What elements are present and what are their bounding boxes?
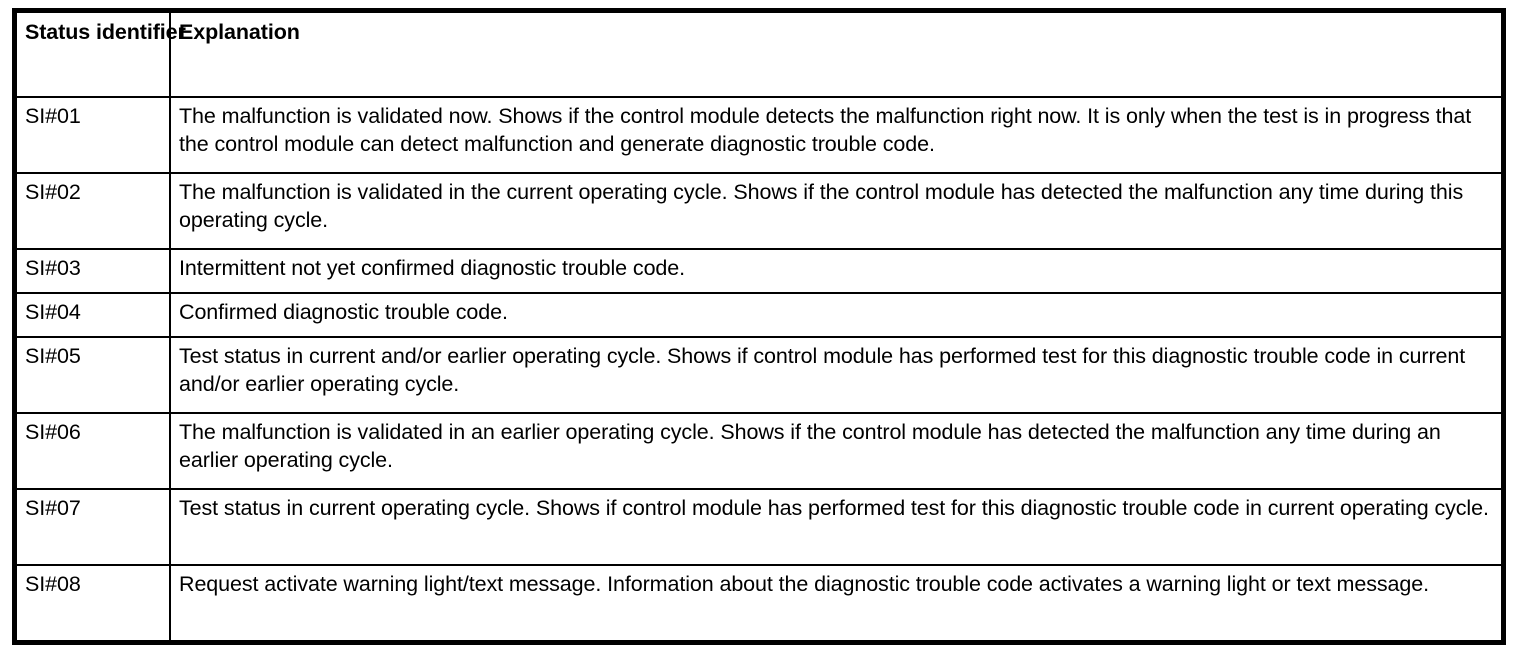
explanation-value: The malfunction is validated now. Shows … — [179, 104, 1478, 156]
table-header: Status identifier Explanation — [13, 9, 1505, 98]
column-header-explanation: Explanation — [169, 9, 1505, 98]
column-header-status-identifier: Status identifier — [13, 9, 186, 98]
cell-status-identifier: SI#03 — [13, 248, 172, 294]
cell-explanation: Confirmed diagnostic trouble code. — [169, 292, 1505, 338]
status-identifier-value: SI#07 — [25, 496, 81, 520]
table-body: SI#01 The malfunction is validated now. … — [13, 96, 1505, 644]
cell-status-identifier: SI#07 — [13, 488, 172, 566]
explanation-value: Confirmed diagnostic trouble code. — [179, 300, 508, 324]
cell-explanation: Intermittent not yet confirmed diagnosti… — [169, 248, 1505, 294]
column-header-status-identifier-label: Status identifier — [25, 20, 186, 44]
table-row: SI#04 Confirmed diagnostic trouble code. — [13, 292, 1505, 338]
explanation-value: Test status in current and/or earlier op… — [179, 344, 1471, 396]
status-identifier-table-container: Status identifier Explanation SI#01 The … — [12, 8, 1506, 645]
cell-explanation: Test status in current and/or earlier op… — [169, 336, 1505, 414]
explanation-value: The malfunction is validated in the curr… — [179, 180, 1469, 232]
explanation-value: Request activate warning light/text mess… — [179, 572, 1429, 596]
status-identifier-value: SI#03 — [25, 256, 81, 280]
table-row: SI#02 The malfunction is validated in th… — [13, 172, 1505, 250]
cell-status-identifier: SI#05 — [13, 336, 172, 414]
status-identifier-value: SI#05 — [25, 344, 81, 368]
explanation-value: The malfunction is validated in an earli… — [179, 420, 1447, 472]
cell-explanation: The malfunction is validated in the curr… — [169, 172, 1505, 250]
table-header-row: Status identifier Explanation — [13, 9, 1505, 98]
cell-status-identifier: SI#04 — [13, 292, 172, 338]
cell-explanation: The malfunction is validated in an earli… — [169, 412, 1505, 490]
status-identifier-value: SI#06 — [25, 420, 81, 444]
cell-status-identifier: SI#06 — [13, 412, 172, 490]
table-row: SI#05 Test status in current and/or earl… — [13, 336, 1505, 414]
status-identifier-value: SI#04 — [25, 300, 81, 324]
cell-explanation: Test status in current operating cycle. … — [169, 488, 1505, 566]
cell-explanation: The malfunction is validated now. Shows … — [169, 96, 1505, 174]
status-identifier-table: Status identifier Explanation SI#01 The … — [12, 8, 1506, 645]
cell-status-identifier: SI#01 — [13, 96, 172, 174]
cell-status-identifier: SI#02 — [13, 172, 172, 250]
table-row: SI#01 The malfunction is validated now. … — [13, 96, 1505, 174]
table-row: SI#03 Intermittent not yet confirmed dia… — [13, 248, 1505, 294]
table-row: SI#07 Test status in current operating c… — [13, 488, 1505, 566]
table-row: SI#06 The malfunction is validated in an… — [13, 412, 1505, 490]
status-identifier-value: SI#02 — [25, 180, 81, 204]
explanation-value: Intermittent not yet confirmed diagnosti… — [179, 256, 686, 280]
status-identifier-value: SI#01 — [25, 104, 81, 128]
explanation-value: Test status in current operating cycle. … — [179, 496, 1489, 520]
status-identifier-value: SI#08 — [25, 572, 81, 596]
column-header-explanation-label: Explanation — [179, 20, 300, 44]
